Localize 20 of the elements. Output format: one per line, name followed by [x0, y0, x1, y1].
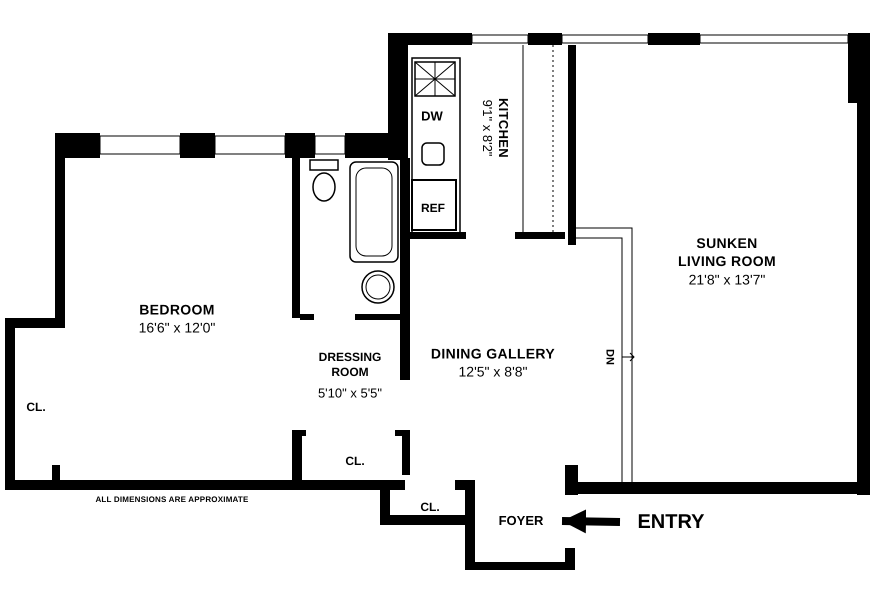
room-name: DRESSING ROOM — [318, 350, 382, 380]
room-name: BEDROOM — [138, 300, 216, 320]
closet-label: CL. — [25, 399, 47, 416]
note-text: ALL DIMENSIONS ARE APPROXIMATE — [94, 494, 250, 506]
room-dimensions: 12'5" x 8'8" — [458, 362, 528, 382]
room-name: FOYER — [490, 510, 552, 532]
entry-label: ENTRY — [626, 509, 716, 535]
room-dimensions: 16'6" x 12'0" — [138, 318, 216, 338]
appliance-label: DW — [420, 107, 444, 126]
stairs-label: DN — [602, 348, 616, 367]
room-name: SUNKEN LIVING ROOM — [677, 234, 777, 270]
room-name: KITCHEN — [494, 96, 512, 160]
entry-arrow — [562, 509, 620, 534]
closet-label: CL. — [344, 453, 366, 470]
room-dimensions: 5'10" x 5'5" — [316, 384, 384, 402]
room-dimensions: 21'8" x 13'7" — [688, 270, 766, 290]
room-name: DINING GALLERY — [430, 344, 556, 364]
room-dimensions: 9'1" x 8'2" — [478, 98, 496, 158]
appliance-label: REF — [420, 200, 446, 217]
closet-label: CL. — [419, 499, 441, 516]
